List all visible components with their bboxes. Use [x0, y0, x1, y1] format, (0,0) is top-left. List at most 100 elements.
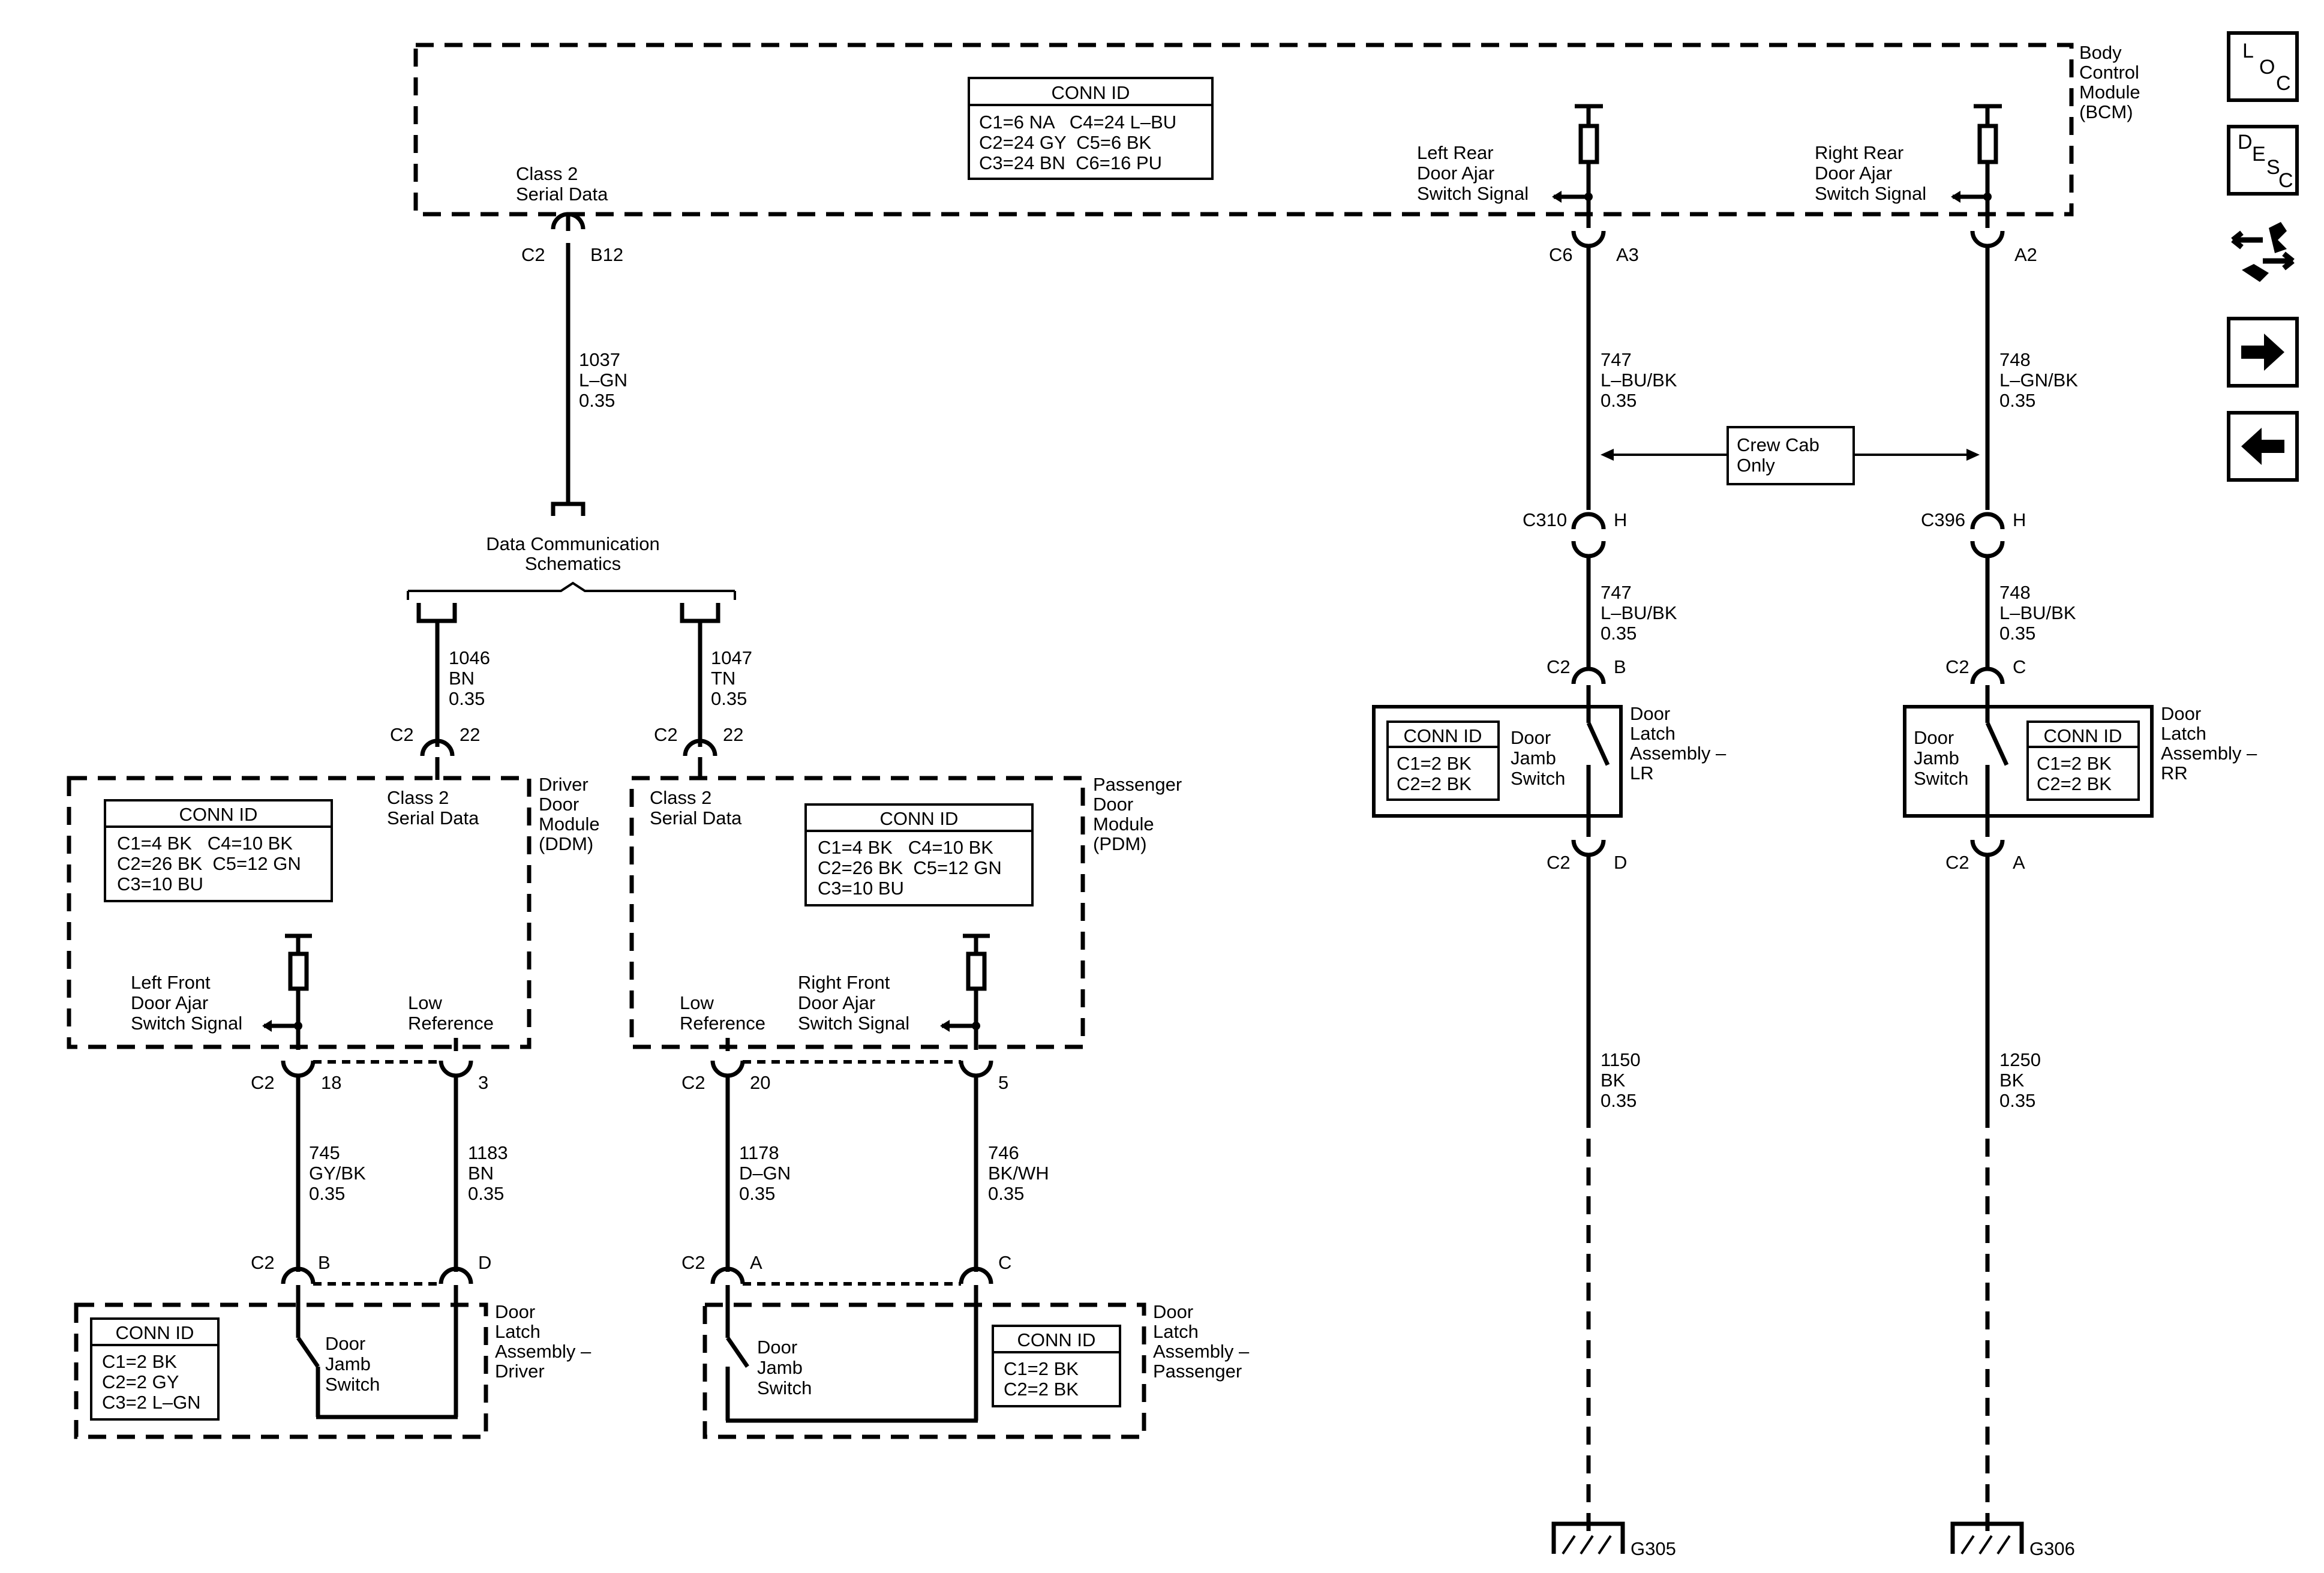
- c310-label: C310: [1523, 509, 1567, 530]
- reference-bracket: [551, 502, 585, 516]
- latch-driver-conn-id: CONN ID C1=2 BK C2=2 GY C3=2 L–GN: [90, 1317, 220, 1421]
- connector-latch-driver-d: [439, 1266, 473, 1284]
- pin-label: C2: [654, 724, 678, 745]
- bcm-conn-id-row: C1=6 NA C4=24 L–BU: [979, 112, 1176, 133]
- pin-label: C2: [681, 1252, 705, 1273]
- connector-latch-passenger-c: [959, 1266, 993, 1284]
- pin-label: A: [750, 1252, 762, 1273]
- location-button[interactable]: L O C: [2227, 31, 2299, 102]
- crew-cab-label: Only: [1737, 455, 1775, 476]
- pin-label: A2: [2014, 244, 2037, 265]
- pdm-conn-id-row: C3=10 BU: [818, 878, 904, 899]
- switch-label: Switch: [325, 1374, 380, 1395]
- reference-bracket: [680, 603, 720, 623]
- wire-label: 747: [1601, 582, 1632, 603]
- connector-ddm-18: [281, 1060, 316, 1078]
- wire-label: BK: [1601, 1070, 1626, 1091]
- wire-label: TN: [711, 668, 735, 689]
- latch-driver-conn-id-row: C2=2 GY: [102, 1371, 179, 1392]
- connector-latch-lr-b: [1571, 667, 1606, 685]
- wire-label: GY/BK: [309, 1163, 366, 1184]
- wire-label: L–BU/BK: [1601, 370, 1677, 391]
- latch-rr-title: Assembly –: [2161, 743, 2257, 764]
- wire-label: 1046: [449, 647, 490, 668]
- next-button[interactable]: [2227, 317, 2299, 388]
- switch-label: Switch: [757, 1377, 812, 1398]
- latch-rr-conn-id: CONN ID C1=2 BK C2=2 BK: [2026, 721, 2140, 801]
- latch-driver-title: Driver: [495, 1361, 545, 1382]
- latch-driver: Door Latch Assembly – Driver: [74, 1301, 591, 1439]
- ddm-title: Driver: [539, 774, 588, 795]
- pin-label: 3: [478, 1072, 488, 1093]
- crew-cab-note: Crew Cab Only: [1601, 426, 1980, 485]
- pin-label: D: [1614, 852, 1627, 873]
- data-comm-brace: [408, 581, 735, 592]
- wire-label: 746: [988, 1142, 1019, 1163]
- latch-rr-conn-id-row: C2=2 BK: [2037, 773, 2112, 794]
- wire-label: 0.35: [1999, 623, 2035, 644]
- pin-label: 22: [723, 724, 743, 745]
- wire-label: 0.35: [711, 688, 747, 709]
- wire-label: 1150: [1601, 1049, 1641, 1070]
- ddm-lf-signal-label: Switch Signal: [131, 1013, 242, 1034]
- wire-label: 0.35: [1601, 1090, 1637, 1111]
- pin-label: 18: [321, 1072, 341, 1093]
- pdm-conn-id-row: C1=4 BK C4=10 BK: [818, 837, 993, 858]
- desc-letter: D: [2238, 131, 2253, 154]
- previous-button[interactable]: [2227, 411, 2299, 482]
- bcm-lr-pullup-circuit: [1552, 104, 1603, 228]
- latch-lr-conn-id: CONN ID C1=2 BK C2=2 BK: [1386, 721, 1500, 801]
- pdm-title: Passenger: [1093, 774, 1182, 795]
- switch-label: Door: [1914, 727, 1954, 748]
- data-comm-label: Data Communication: [486, 533, 659, 554]
- ground-label: G306: [2029, 1538, 2075, 1559]
- wire-label: 0.35: [988, 1183, 1024, 1204]
- pin-label: C2: [681, 1072, 705, 1093]
- latch-lr-conn-id-title: CONN ID: [1404, 725, 1482, 746]
- wire-label: 747: [1601, 349, 1632, 370]
- ddm-low-ref-label: Low: [408, 992, 442, 1013]
- wire-label: 0.35: [1999, 390, 2035, 411]
- connector-ddm-22: [420, 739, 455, 757]
- bcm-module: Body Control Module (BCM): [413, 42, 2140, 217]
- latch-passenger-conn-id-title: CONN ID: [1017, 1329, 1096, 1350]
- latch-lr-switch: [1586, 685, 1610, 837]
- pin-label: A: [2013, 852, 2025, 873]
- wrench-arrows-icon[interactable]: [2227, 216, 2299, 288]
- pdm-conn-id: CONN ID C1=4 BK C4=10 BK C2=26 BK C5=12 …: [804, 803, 1034, 906]
- wire-label: 0.35: [579, 390, 615, 411]
- ddm-class2-label: Serial Data: [387, 807, 479, 828]
- bcm-title-1: Body: [2079, 42, 2122, 63]
- bcm-conn-id-row: C3=24 BN C6=16 PU: [979, 152, 1162, 173]
- wire-label: 1250: [1999, 1049, 2041, 1070]
- wire-label: 0.35: [1999, 1090, 2035, 1111]
- pin-label: B: [1614, 656, 1626, 677]
- wire-label: BN: [468, 1163, 494, 1184]
- connector-latch-lr-d: [1571, 839, 1606, 857]
- wire-label: L–GN: [579, 370, 627, 391]
- connector-latch-passenger-a: [710, 1266, 745, 1284]
- lr-signal-label: Door Ajar: [1417, 163, 1494, 184]
- pdm-title: Module: [1093, 813, 1154, 834]
- ddm-lf-signal-label: Door Ajar: [131, 992, 208, 1013]
- latch-passenger-conn-id-row: C1=2 BK: [1004, 1358, 1079, 1379]
- switch-label: Jamb: [1511, 748, 1556, 769]
- latch-passenger-title: Passenger: [1153, 1361, 1242, 1382]
- pdm-rf-signal-label: Right Front: [798, 972, 890, 993]
- pdm-low-ref-label: Reference: [680, 1013, 765, 1034]
- pdm-conn-id-row: C2=26 BK C5=12 GN: [818, 857, 1002, 878]
- pdm-title: Door: [1093, 794, 1133, 815]
- latch-driver-conn-id-title: CONN ID: [116, 1322, 194, 1343]
- wire-label: BK: [1999, 1070, 2025, 1091]
- description-button[interactable]: D E S C: [2227, 125, 2299, 196]
- latch-driver-title: Latch: [495, 1321, 541, 1342]
- pdm-module: Passenger Door Module (PDM) Class 2 Seri…: [629, 774, 1182, 1049]
- wire-label: BK/WH: [988, 1163, 1049, 1184]
- latch-driver-conn-id-row: C1=2 BK: [102, 1351, 177, 1372]
- pin-label: C2: [1547, 656, 1571, 677]
- arrow-left-icon: [2241, 428, 2284, 465]
- latch-driver-conn-id-row: C3=2 L–GN: [102, 1392, 201, 1413]
- pin-label: C2: [1945, 656, 1969, 677]
- wire-label: L–BU/BK: [1999, 602, 2076, 623]
